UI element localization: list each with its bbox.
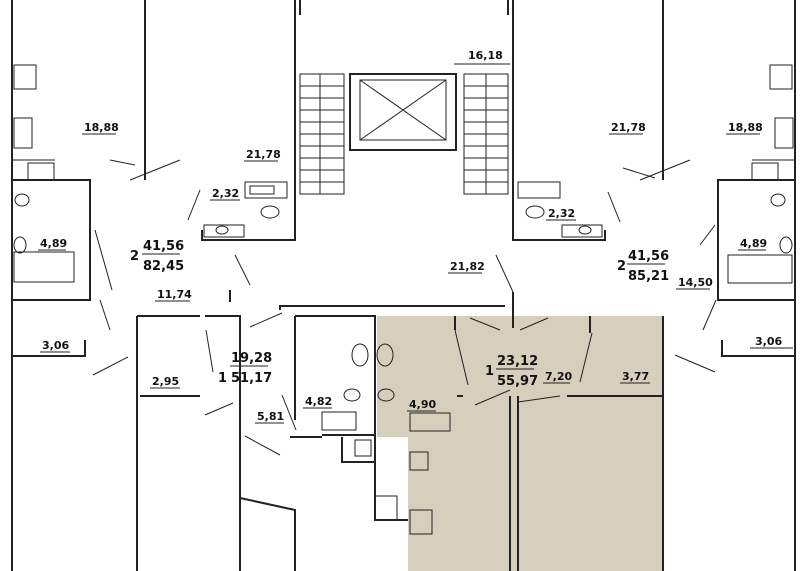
stair-steps-right (464, 74, 508, 194)
middle-bathroom-fixtures (321, 343, 451, 535)
room-area-label: 4,89 (40, 237, 67, 250)
highlighted-apartment[interactable] (377, 316, 663, 571)
apartment-total-area: 85,21 (628, 269, 669, 284)
left-bathroom-fixtures (203, 181, 288, 238)
apartment-label-middle-left: 1 19,28 51,17 (218, 351, 272, 386)
room-area-label: 14,50 (678, 276, 713, 289)
apartment-label-left: 2 41,56 82,45 (130, 239, 184, 274)
room-area-label: 3,06 (42, 339, 69, 352)
room-area-label: 2,32 (548, 207, 575, 220)
apartment-room-count: 1 (485, 364, 494, 379)
apartment-total-area: 51,17 (231, 371, 272, 386)
room-area-label: 4,90 (409, 398, 436, 411)
room-area-label: 16,18 (468, 49, 503, 62)
room-labels: 18,88 21,78 2,32 4,89 11,74 3,06 2,95 5,… (38, 49, 793, 424)
room-area-label: 11,74 (157, 288, 192, 301)
room-area-label: 21,78 (246, 148, 281, 161)
room-area-label: 21,78 (611, 121, 646, 134)
left-apartment-walls (11, 0, 296, 571)
apartment-living-area: 23,12 (497, 354, 538, 369)
exterior-walls (11, 0, 796, 571)
room-area-label: 5,81 (257, 410, 284, 423)
right-apartment-walls (607, 0, 796, 373)
apartment-room-count: 2 (130, 249, 139, 264)
apartment-label-right: 2 41,56 85,21 (617, 249, 669, 284)
apartment-labels: 2 41,56 82,45 1 19,28 51,17 1 23,12 55,9… (130, 239, 669, 389)
room-area-label: 2,32 (212, 187, 239, 200)
apartment-total-area: 55,97 (497, 374, 538, 389)
room-area-label: 3,06 (755, 335, 782, 348)
room-area-label: 2,95 (152, 375, 179, 388)
right-bathroom-fixtures (517, 181, 603, 238)
apartment-living-area: 19,28 (231, 351, 272, 366)
middle-walls (249, 254, 664, 571)
apartment-room-count: 2 (617, 259, 626, 274)
apartment-room-count: 1 (218, 371, 227, 386)
apartment-label-middle-right: 1 23,12 55,97 (485, 354, 538, 389)
stair-steps-left (300, 74, 344, 194)
room-area-label: 3,77 (622, 370, 649, 383)
room-area-label: 4,82 (305, 395, 332, 408)
room-area-label: 18,88 (728, 121, 763, 134)
room-area-label: 4,89 (740, 237, 767, 250)
room-area-label: 21,82 (450, 260, 485, 273)
room-area-label: 18,88 (84, 121, 119, 134)
apartment-total-area: 82,45 (143, 259, 184, 274)
room-area-label: 7,20 (545, 370, 572, 383)
apartment-living-area: 41,56 (628, 249, 669, 264)
apartment-living-area: 41,56 (143, 239, 184, 254)
elevator-cross-b (359, 79, 447, 141)
stairwell (299, 63, 510, 195)
